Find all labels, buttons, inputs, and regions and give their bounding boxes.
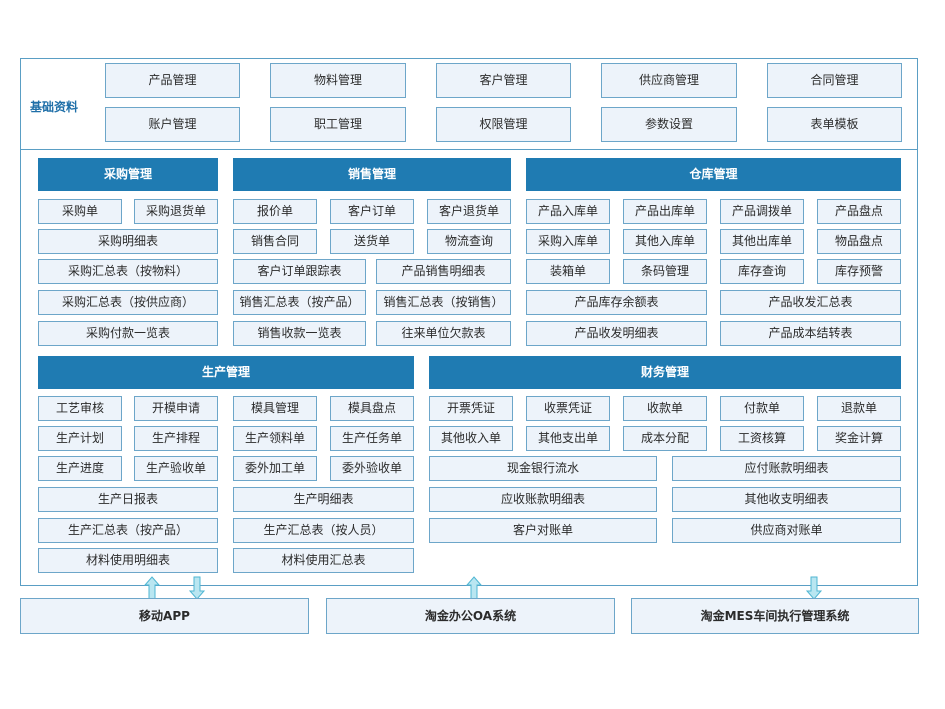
warehouse-item[interactable]: 产品收发汇总表 [720,290,901,315]
finance-item[interactable]: 收款单 [623,396,707,421]
basic-item[interactable]: 产品管理 [105,63,240,98]
production-item[interactable]: 生产明细表 [233,487,414,512]
warehouse-item[interactable]: 其他出库单 [720,229,804,254]
oa-system-box[interactable]: 淘金办公OA系统 [326,598,615,634]
sales-item[interactable]: 销售收款一览表 [233,321,366,346]
sales-item[interactable]: 销售合同 [233,229,317,254]
sales-item[interactable]: 销售汇总表（按产品） [233,290,366,315]
basic-item[interactable]: 合同管理 [767,63,902,98]
sales-item[interactable]: 往来单位欠款表 [376,321,511,346]
finance-item[interactable]: 开票凭证 [429,396,513,421]
sales-item[interactable]: 报价单 [233,199,317,224]
sales-item[interactable]: 产品销售明细表 [376,259,511,284]
production-item[interactable]: 生产任务单 [330,426,414,451]
finance-item[interactable]: 应收账款明细表 [429,487,657,512]
purchase-item[interactable]: 采购明细表 [38,229,218,254]
warehouse-header: 仓库管理 [526,158,901,191]
warehouse-item[interactable]: 库存预警 [817,259,901,284]
production-item[interactable]: 生产进度 [38,456,122,481]
finance-item[interactable]: 客户对账单 [429,518,657,543]
finance-item[interactable]: 其他收入单 [429,426,513,451]
arrow-up-icon [466,576,482,600]
production-item[interactable]: 生产计划 [38,426,122,451]
finance-item[interactable]: 奖金计算 [817,426,901,451]
sales-item[interactable]: 销售汇总表（按销售） [376,290,511,315]
basic-divider [20,149,918,150]
warehouse-item[interactable]: 物品盘点 [817,229,901,254]
sales-item[interactable]: 物流查询 [427,229,511,254]
finance-item[interactable]: 收票凭证 [526,396,610,421]
production-item[interactable]: 模具盘点 [330,396,414,421]
production-header: 生产管理 [38,356,414,389]
production-item[interactable]: 开模申请 [134,396,218,421]
finance-item[interactable]: 退款单 [817,396,901,421]
sales-item[interactable]: 客户订单 [330,199,414,224]
finance-item[interactable]: 现金银行流水 [429,456,657,481]
finance-item[interactable]: 成本分配 [623,426,707,451]
basic-item[interactable]: 供应商管理 [601,63,737,98]
warehouse-item[interactable]: 库存查询 [720,259,804,284]
finance-header: 财务管理 [429,356,901,389]
arrow-down-icon [806,576,822,600]
finance-item[interactable]: 工资核算 [720,426,804,451]
purchase-item[interactable]: 采购汇总表（按供应商） [38,290,218,315]
warehouse-item[interactable]: 产品出库单 [623,199,707,224]
warehouse-item[interactable]: 产品调拨单 [720,199,804,224]
production-item[interactable]: 生产验收单 [134,456,218,481]
basic-item[interactable]: 参数设置 [601,107,737,142]
basic-item[interactable]: 权限管理 [436,107,571,142]
production-item[interactable]: 生产汇总表（按人员） [233,518,414,543]
finance-item[interactable]: 其他支出单 [526,426,610,451]
arrow-up-icon [144,576,160,600]
warehouse-item[interactable]: 采购入库单 [526,229,610,254]
mobile-app-box[interactable]: 移动APP [20,598,309,634]
warehouse-item[interactable]: 装箱单 [526,259,610,284]
basic-item[interactable]: 表单模板 [767,107,902,142]
production-item[interactable]: 材料使用汇总表 [233,548,414,573]
sales-header: 销售管理 [233,158,511,191]
basic-item[interactable]: 物料管理 [270,63,406,98]
basic-section-title: 基础资料 [30,100,79,114]
production-item[interactable]: 材料使用明细表 [38,548,218,573]
warehouse-item[interactable]: 产品成本结转表 [720,321,901,346]
production-item[interactable]: 生产领料单 [233,426,317,451]
sales-item[interactable]: 客户退货单 [427,199,511,224]
warehouse-item[interactable]: 产品库存余额表 [526,290,707,315]
production-item[interactable]: 生产排程 [134,426,218,451]
production-item[interactable]: 生产汇总表（按产品） [38,518,218,543]
sales-item[interactable]: 送货单 [330,229,414,254]
sales-item[interactable]: 客户订单跟踪表 [233,259,366,284]
basic-item[interactable]: 客户管理 [436,63,571,98]
purchase-item[interactable]: 采购单 [38,199,122,224]
warehouse-item[interactable]: 条码管理 [623,259,707,284]
production-item[interactable]: 委外加工单 [233,456,317,481]
finance-item[interactable]: 付款单 [720,396,804,421]
purchase-item[interactable]: 采购汇总表（按物料） [38,259,218,284]
warehouse-item[interactable]: 其他入库单 [623,229,707,254]
basic-item[interactable]: 职工管理 [270,107,406,142]
purchase-item[interactable]: 采购付款一览表 [38,321,218,346]
finance-item[interactable]: 其他收支明细表 [672,487,901,512]
production-item[interactable]: 生产日报表 [38,487,218,512]
warehouse-item[interactable]: 产品盘点 [817,199,901,224]
mes-system-box[interactable]: 淘金MES车间执行管理系统 [631,598,919,634]
warehouse-item[interactable]: 产品入库单 [526,199,610,224]
purchase-item[interactable]: 采购退货单 [134,199,218,224]
purchase-header: 采购管理 [38,158,218,191]
basic-item[interactable]: 账户管理 [105,107,240,142]
finance-item[interactable]: 供应商对账单 [672,518,901,543]
production-item[interactable]: 委外验收单 [330,456,414,481]
production-item[interactable]: 工艺审核 [38,396,122,421]
warehouse-item[interactable]: 产品收发明细表 [526,321,707,346]
finance-item[interactable]: 应付账款明细表 [672,456,901,481]
production-item[interactable]: 模具管理 [233,396,317,421]
arrow-down-icon [189,576,205,600]
